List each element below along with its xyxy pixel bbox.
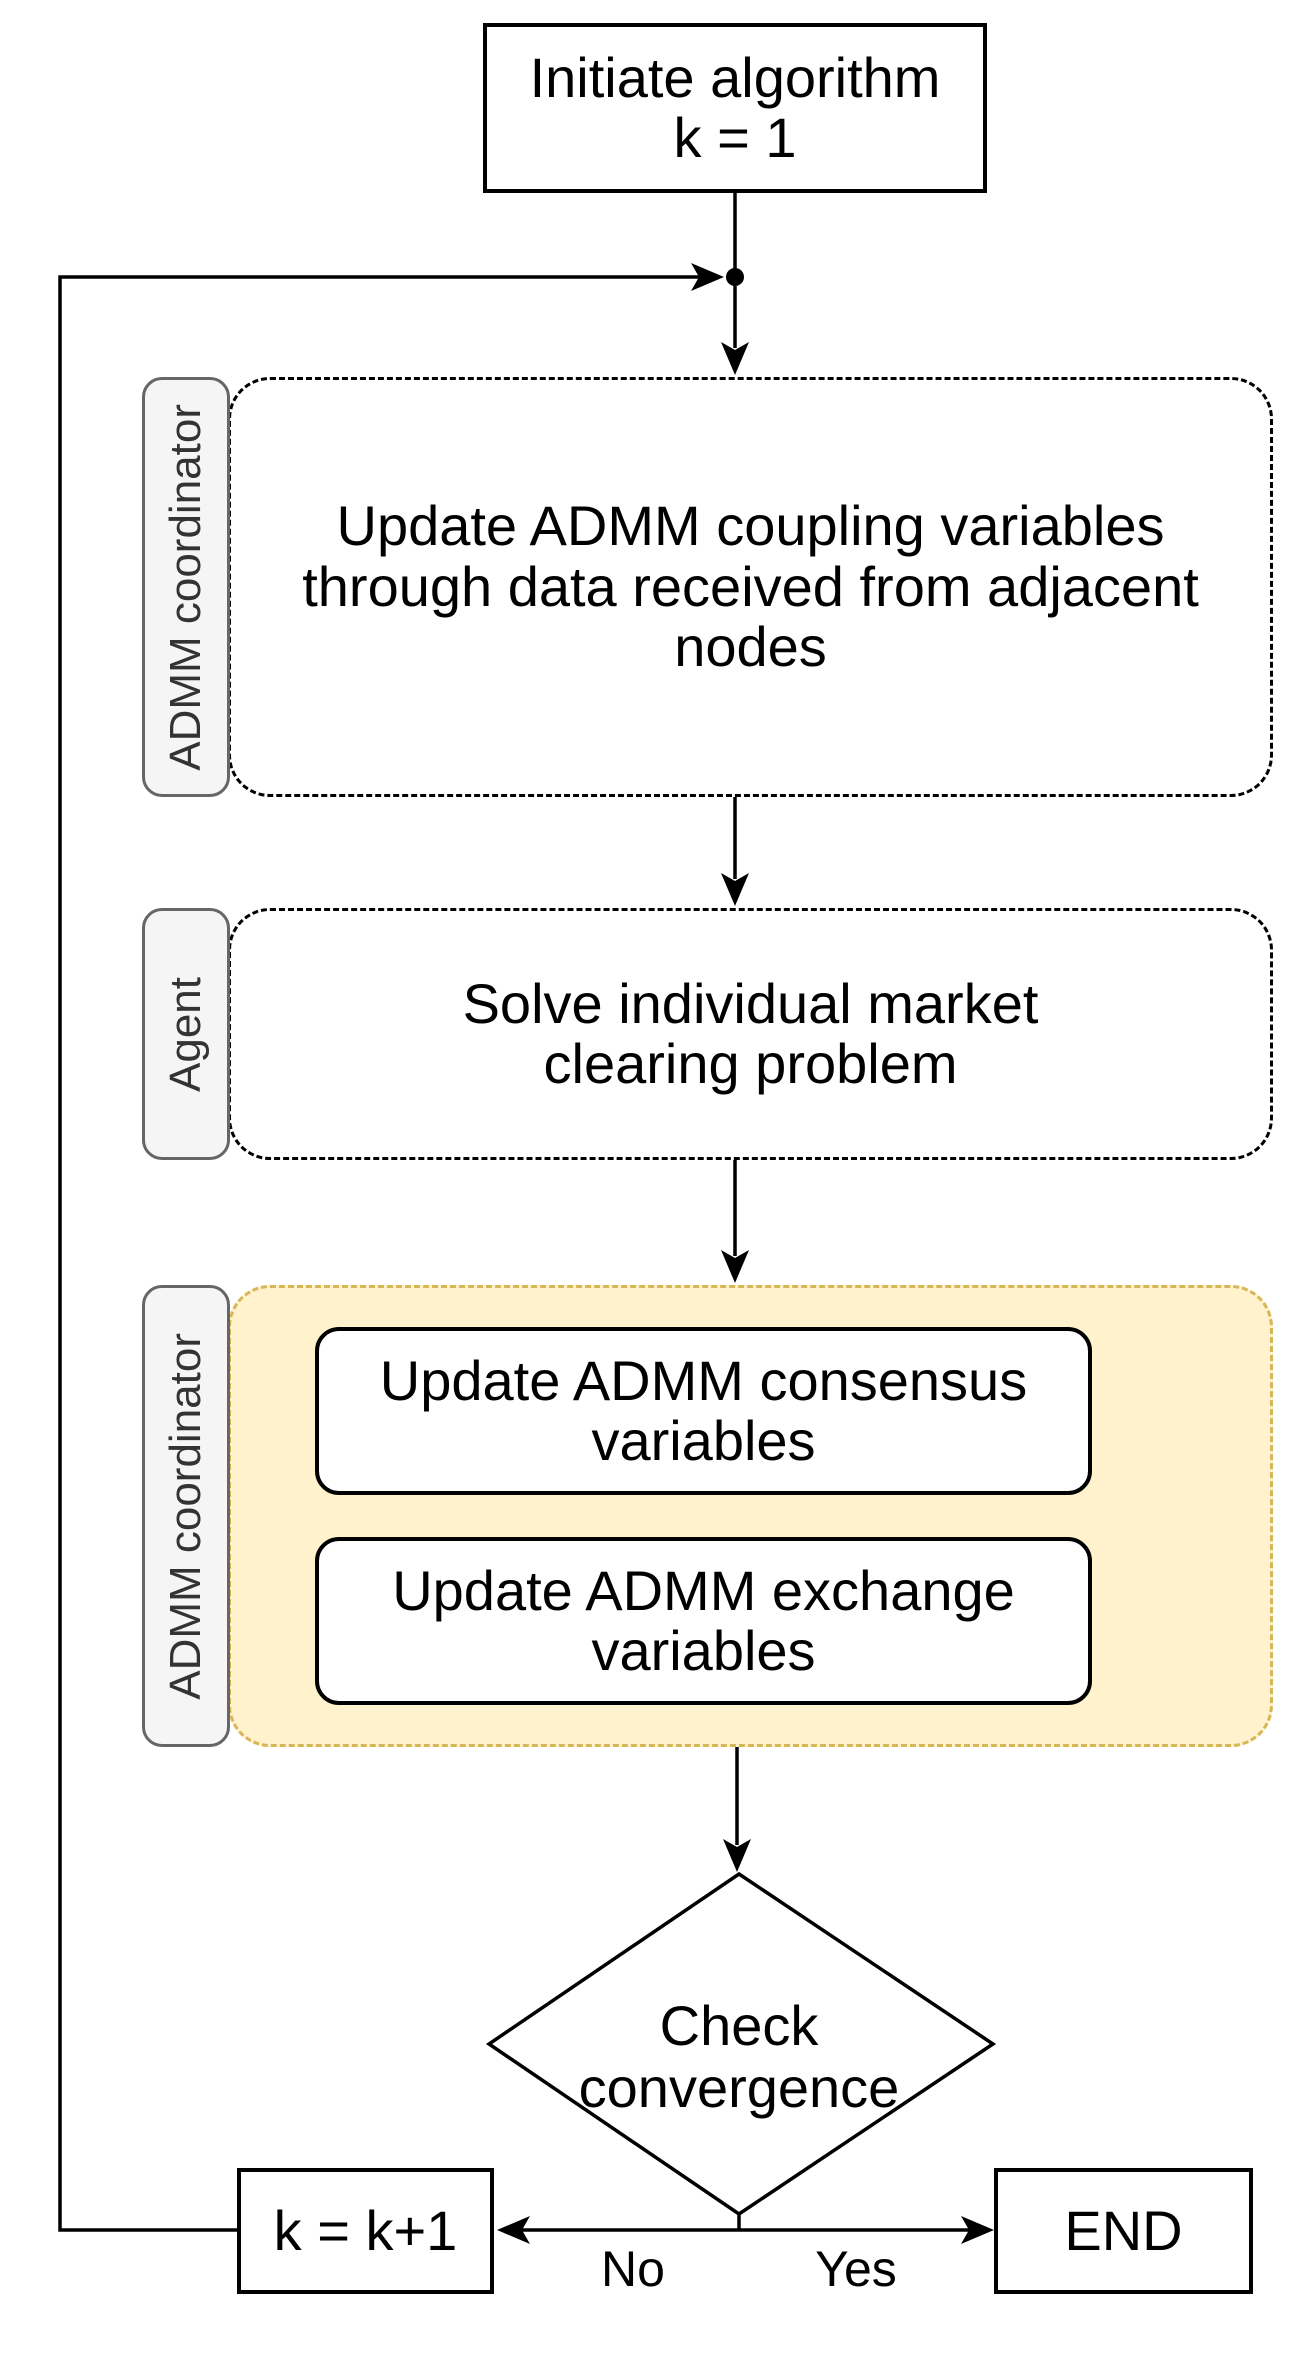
node-solve-market-clearing: Solve individual market clearing problem — [228, 908, 1273, 1160]
branch-label-yes: Yes — [815, 2241, 897, 2297]
arrowhead-group — [721, 1250, 749, 1283]
lane-agent: Agent — [142, 908, 230, 1160]
arrowhead-coupling — [721, 342, 749, 375]
arrowhead-market — [721, 873, 749, 906]
arrowhead-yes-branch — [961, 2216, 994, 2244]
node-update-exchange-variables: Update ADMM exchange variables — [315, 1537, 1092, 1705]
node-update-consensus-variables: Update ADMM consensus variables — [315, 1327, 1092, 1495]
node-increment-k: k = k+1 — [237, 2168, 494, 2294]
lane-admm-coordinator-top: ADMM coordinator — [142, 377, 230, 797]
lane-admm-coordinator-top-text: ADMM coordinator — [161, 403, 210, 771]
node-end: END — [994, 2168, 1253, 2294]
lane-admm-coordinator-bottom-text: ADMM coordinator — [161, 1332, 210, 1700]
lane-admm-coordinator-bottom: ADMM coordinator — [142, 1285, 230, 1747]
lane-agent-text: Agent — [161, 976, 210, 1092]
edge-loop-back — [58, 275, 700, 2232]
node-update-coupling-variables: Update ADMM coupling variables through d… — [228, 377, 1273, 797]
node-initiate-algorithm: Initiate algorithm k = 1 — [483, 23, 987, 193]
decision-label: Check convergence — [578, 1994, 900, 2119]
arrowhead-decision — [723, 1839, 751, 1872]
arrowhead-loop-into-junction — [691, 263, 724, 291]
junction-dot — [726, 268, 744, 286]
arrowhead-no-branch — [497, 2216, 530, 2244]
branch-label-no: No — [601, 2241, 665, 2297]
